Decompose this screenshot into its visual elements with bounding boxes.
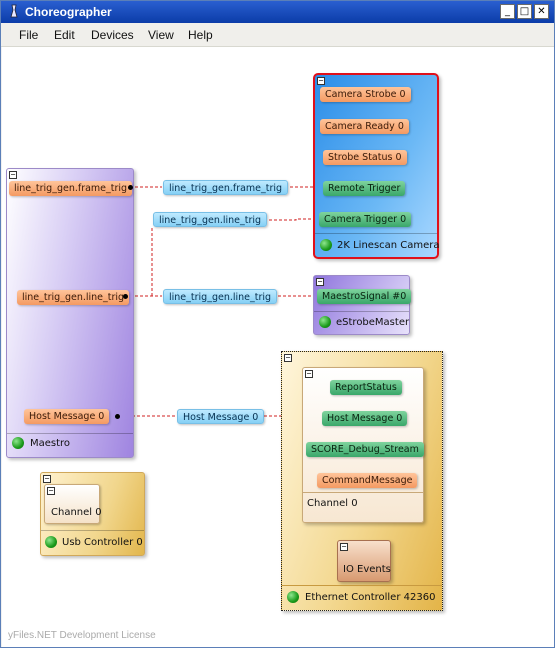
io-events-node[interactable]: − IO Events [337,540,391,582]
usb-channel-label: Channel 0 [51,507,102,518]
io-events-label: IO Events [343,564,391,575]
port-maestro-signal[interactable]: MaestroSignal #0 [317,289,412,304]
port-line-trig[interactable]: line_trig_gen.line_trig [17,290,130,305]
estrobe-group[interactable]: − MaestroSignal #0 eStrobeMaster [313,275,412,335]
license-watermark: yFiles.NET Development License [8,630,156,641]
app-icon [10,4,18,18]
port-camera-trigger[interactable]: Camera Trigger 0 [319,212,412,227]
collapse-icon[interactable]: − [43,474,51,483]
collapse-icon[interactable]: − [340,542,348,551]
port-camera-ready[interactable]: Camera Ready 0 [320,119,409,134]
menu-bar: File Edit Devices View Help [1,23,554,47]
status-led-icon [320,239,332,251]
group-footer [41,530,144,531]
usb-channel-node[interactable]: − Channel 0 [44,484,102,524]
usb-controller-name: Usb Controller 0 [62,537,143,548]
camera-name: 2K Linescan Camera [337,240,440,251]
menu-help[interactable]: Help [188,28,213,42]
menu-edit[interactable]: Edit [54,28,75,42]
port-score-debug-stream[interactable]: SCORE_Debug_Stream [306,442,424,457]
collapse-icon[interactable]: − [316,277,324,286]
minimize-button[interactable]: _ [500,4,515,19]
link-label-line-trig-estrobe[interactable]: line_trig_gen.line_trig [163,289,278,304]
port-command-message[interactable]: CommandMessage [317,473,418,488]
maestro-name: Maestro [30,438,71,449]
collapse-icon[interactable]: − [305,369,313,378]
menu-devices[interactable]: Devices [91,28,134,42]
group-footer [7,433,133,434]
status-led-icon [319,316,331,328]
collapse-icon[interactable]: − [9,170,17,179]
collapse-icon[interactable]: − [317,76,325,85]
port-frame-trig[interactable]: line_trig_gen.frame_trig [9,181,133,196]
connector-dot [115,414,120,419]
graph-canvas[interactable]: − Camera Strobe 0 Camera Ready 0 Strobe … [2,47,554,647]
ethernet-channel-label: Channel 0 [307,498,358,509]
port-camera-strobe[interactable]: Camera Strobe 0 [320,87,411,102]
group-footer [314,311,409,312]
collapse-icon[interactable]: − [47,486,55,495]
connector-dot [128,185,133,190]
close-button[interactable]: ✕ [534,4,549,19]
group-footer [303,492,423,493]
ethernet-controller-name: Ethernet Controller 42360 [305,592,436,603]
status-led-icon [287,591,299,603]
collapse-icon[interactable]: − [284,353,292,362]
port-host-message[interactable]: Host Message 0 [24,409,110,424]
link-label-host-message[interactable]: Host Message 0 [177,409,265,424]
maestro-group[interactable]: − line_trig_gen.frame_trig line_trig_gen… [6,168,134,458]
group-footer [315,233,437,234]
port-report-status[interactable]: ReportStatus [330,380,402,395]
port-host-message-in[interactable]: Host Message 0 [322,411,408,426]
port-remote-trigger[interactable]: Remote Trigger [323,181,406,196]
port-strobe-status[interactable]: Strobe Status 0 [323,150,407,165]
link-label-frame-trig[interactable]: line_trig_gen.frame_trig [163,180,289,195]
ethernet-controller-group[interactable]: − − ReportStatus Host Message 0 SCORE_De… [281,351,443,611]
estrobe-name: eStrobeMaster [336,317,410,328]
menu-view[interactable]: View [148,28,174,42]
title-bar[interactable]: Choreographer _ □ ✕ [1,1,554,23]
window-title: Choreographer [25,5,112,19]
maximize-button[interactable]: □ [517,4,532,19]
connector-dot [123,294,128,299]
ethernet-channel-node[interactable]: − ReportStatus Host Message 0 SCORE_Debu… [302,367,424,523]
group-footer [282,585,442,586]
camera-group[interactable]: − Camera Strobe 0 Camera Ready 0 Strobe … [313,73,440,259]
menu-file[interactable]: File [19,28,39,42]
usb-controller-group[interactable]: − − Channel 0 Usb Controller 0 [40,472,145,556]
link-label-line-trig-camera[interactable]: line_trig_gen.line_trig [153,212,268,227]
status-led-icon [45,536,57,548]
status-led-icon [12,437,24,449]
